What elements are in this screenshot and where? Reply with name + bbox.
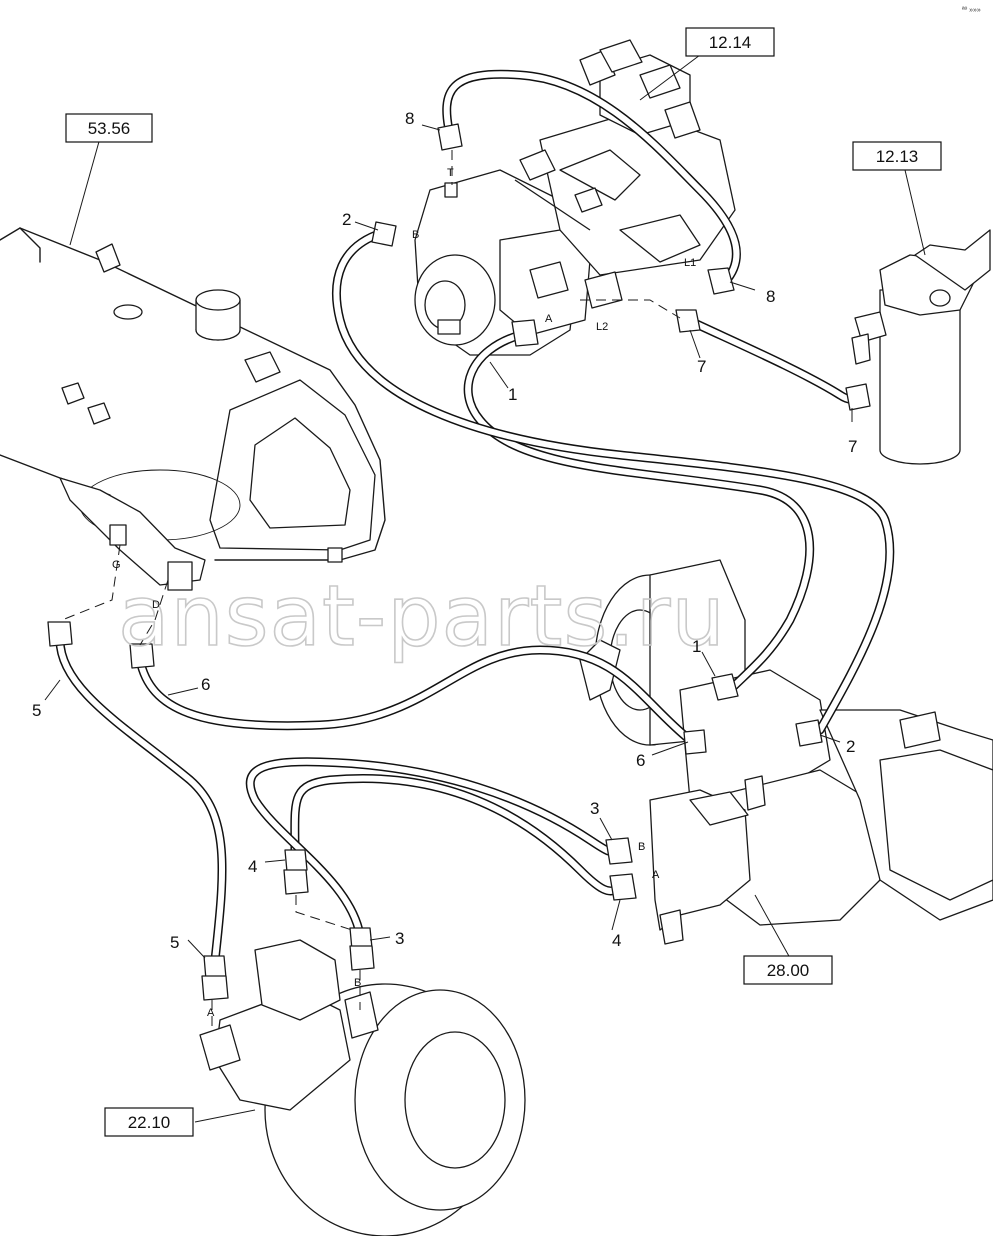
callout-6-left: 6 bbox=[201, 675, 210, 694]
port-label-l2: L2 bbox=[596, 321, 608, 333]
svg-text:53.56: 53.56 bbox=[88, 119, 131, 138]
oil-filler-cap bbox=[195, 289, 241, 341]
port-label-b-pump: B bbox=[412, 229, 419, 241]
port-label-g: G bbox=[112, 559, 121, 571]
callout-6-right: 6 bbox=[636, 751, 645, 770]
callout-5-lower: 5 bbox=[170, 933, 179, 952]
callout-3-upper: 3 bbox=[590, 799, 599, 818]
watermark: ansat-parts.ru bbox=[118, 567, 726, 665]
ref-box-filter: 12.13 bbox=[852, 141, 942, 171]
port-label-b-trans: B bbox=[638, 841, 645, 853]
port-label-t: T bbox=[447, 167, 454, 179]
ref-box-motor: 22.10 bbox=[104, 1107, 194, 1137]
port-label-b-motor: B bbox=[354, 977, 361, 989]
leader-lines bbox=[44, 54, 926, 1123]
port-label-a-trans: A bbox=[652, 869, 660, 881]
ref-box-transmission: 28.00 bbox=[743, 955, 833, 985]
hose-8 bbox=[442, 69, 741, 287]
callout-2-right: 2 bbox=[846, 737, 855, 756]
wheel-motor bbox=[199, 939, 526, 1236]
callout-3-lower: 3 bbox=[395, 929, 404, 948]
corner-mark: ªº »»» bbox=[962, 7, 981, 14]
port-label-l1: L1 bbox=[684, 257, 696, 269]
callout-5-upper: 5 bbox=[32, 701, 41, 720]
transmission-valve bbox=[649, 775, 766, 945]
callout-1-axle: 1 bbox=[692, 637, 701, 656]
callout-1-top: 1 bbox=[508, 385, 517, 404]
callout-7-lower: 7 bbox=[848, 437, 857, 456]
hose-fittings bbox=[47, 123, 871, 1001]
hose-2 bbox=[331, 227, 895, 735]
callout-2-left: 2 bbox=[342, 210, 351, 229]
hose-6 bbox=[135, 645, 695, 745]
hydraulic-filter bbox=[851, 229, 991, 465]
callout-8-upper: 8 bbox=[405, 109, 414, 128]
callout-4-upper: 4 bbox=[248, 857, 257, 876]
svg-text:12.13: 12.13 bbox=[876, 147, 919, 166]
engine-nut bbox=[244, 351, 281, 383]
port-label-a-motor: A bbox=[207, 1007, 215, 1019]
hose-5 bbox=[55, 635, 227, 965]
callout-7-upper: 7 bbox=[697, 357, 706, 376]
ref-box-valve: 12.14 bbox=[685, 27, 775, 57]
callout-8-lower: 8 bbox=[766, 287, 775, 306]
hose-3 bbox=[245, 757, 623, 940]
ref-box-engine: 53.56 bbox=[65, 113, 153, 143]
svg-text:22.10: 22.10 bbox=[128, 1113, 171, 1132]
callout-4-lower: 4 bbox=[612, 931, 621, 950]
engine-plug bbox=[113, 304, 143, 320]
hose-1 bbox=[463, 330, 815, 695]
svg-text:28.00: 28.00 bbox=[767, 961, 810, 980]
axle-housing bbox=[579, 559, 993, 926]
hose-4 bbox=[290, 773, 623, 896]
port-label-d: D bbox=[152, 599, 160, 611]
hydraulic-pump bbox=[414, 109, 736, 356]
hose-7 bbox=[683, 315, 865, 404]
engine-block bbox=[0, 227, 386, 591]
port-label-a-pump: A bbox=[545, 313, 553, 325]
dashed-connections bbox=[61, 150, 681, 1030]
svg-text:12.14: 12.14 bbox=[709, 33, 752, 52]
